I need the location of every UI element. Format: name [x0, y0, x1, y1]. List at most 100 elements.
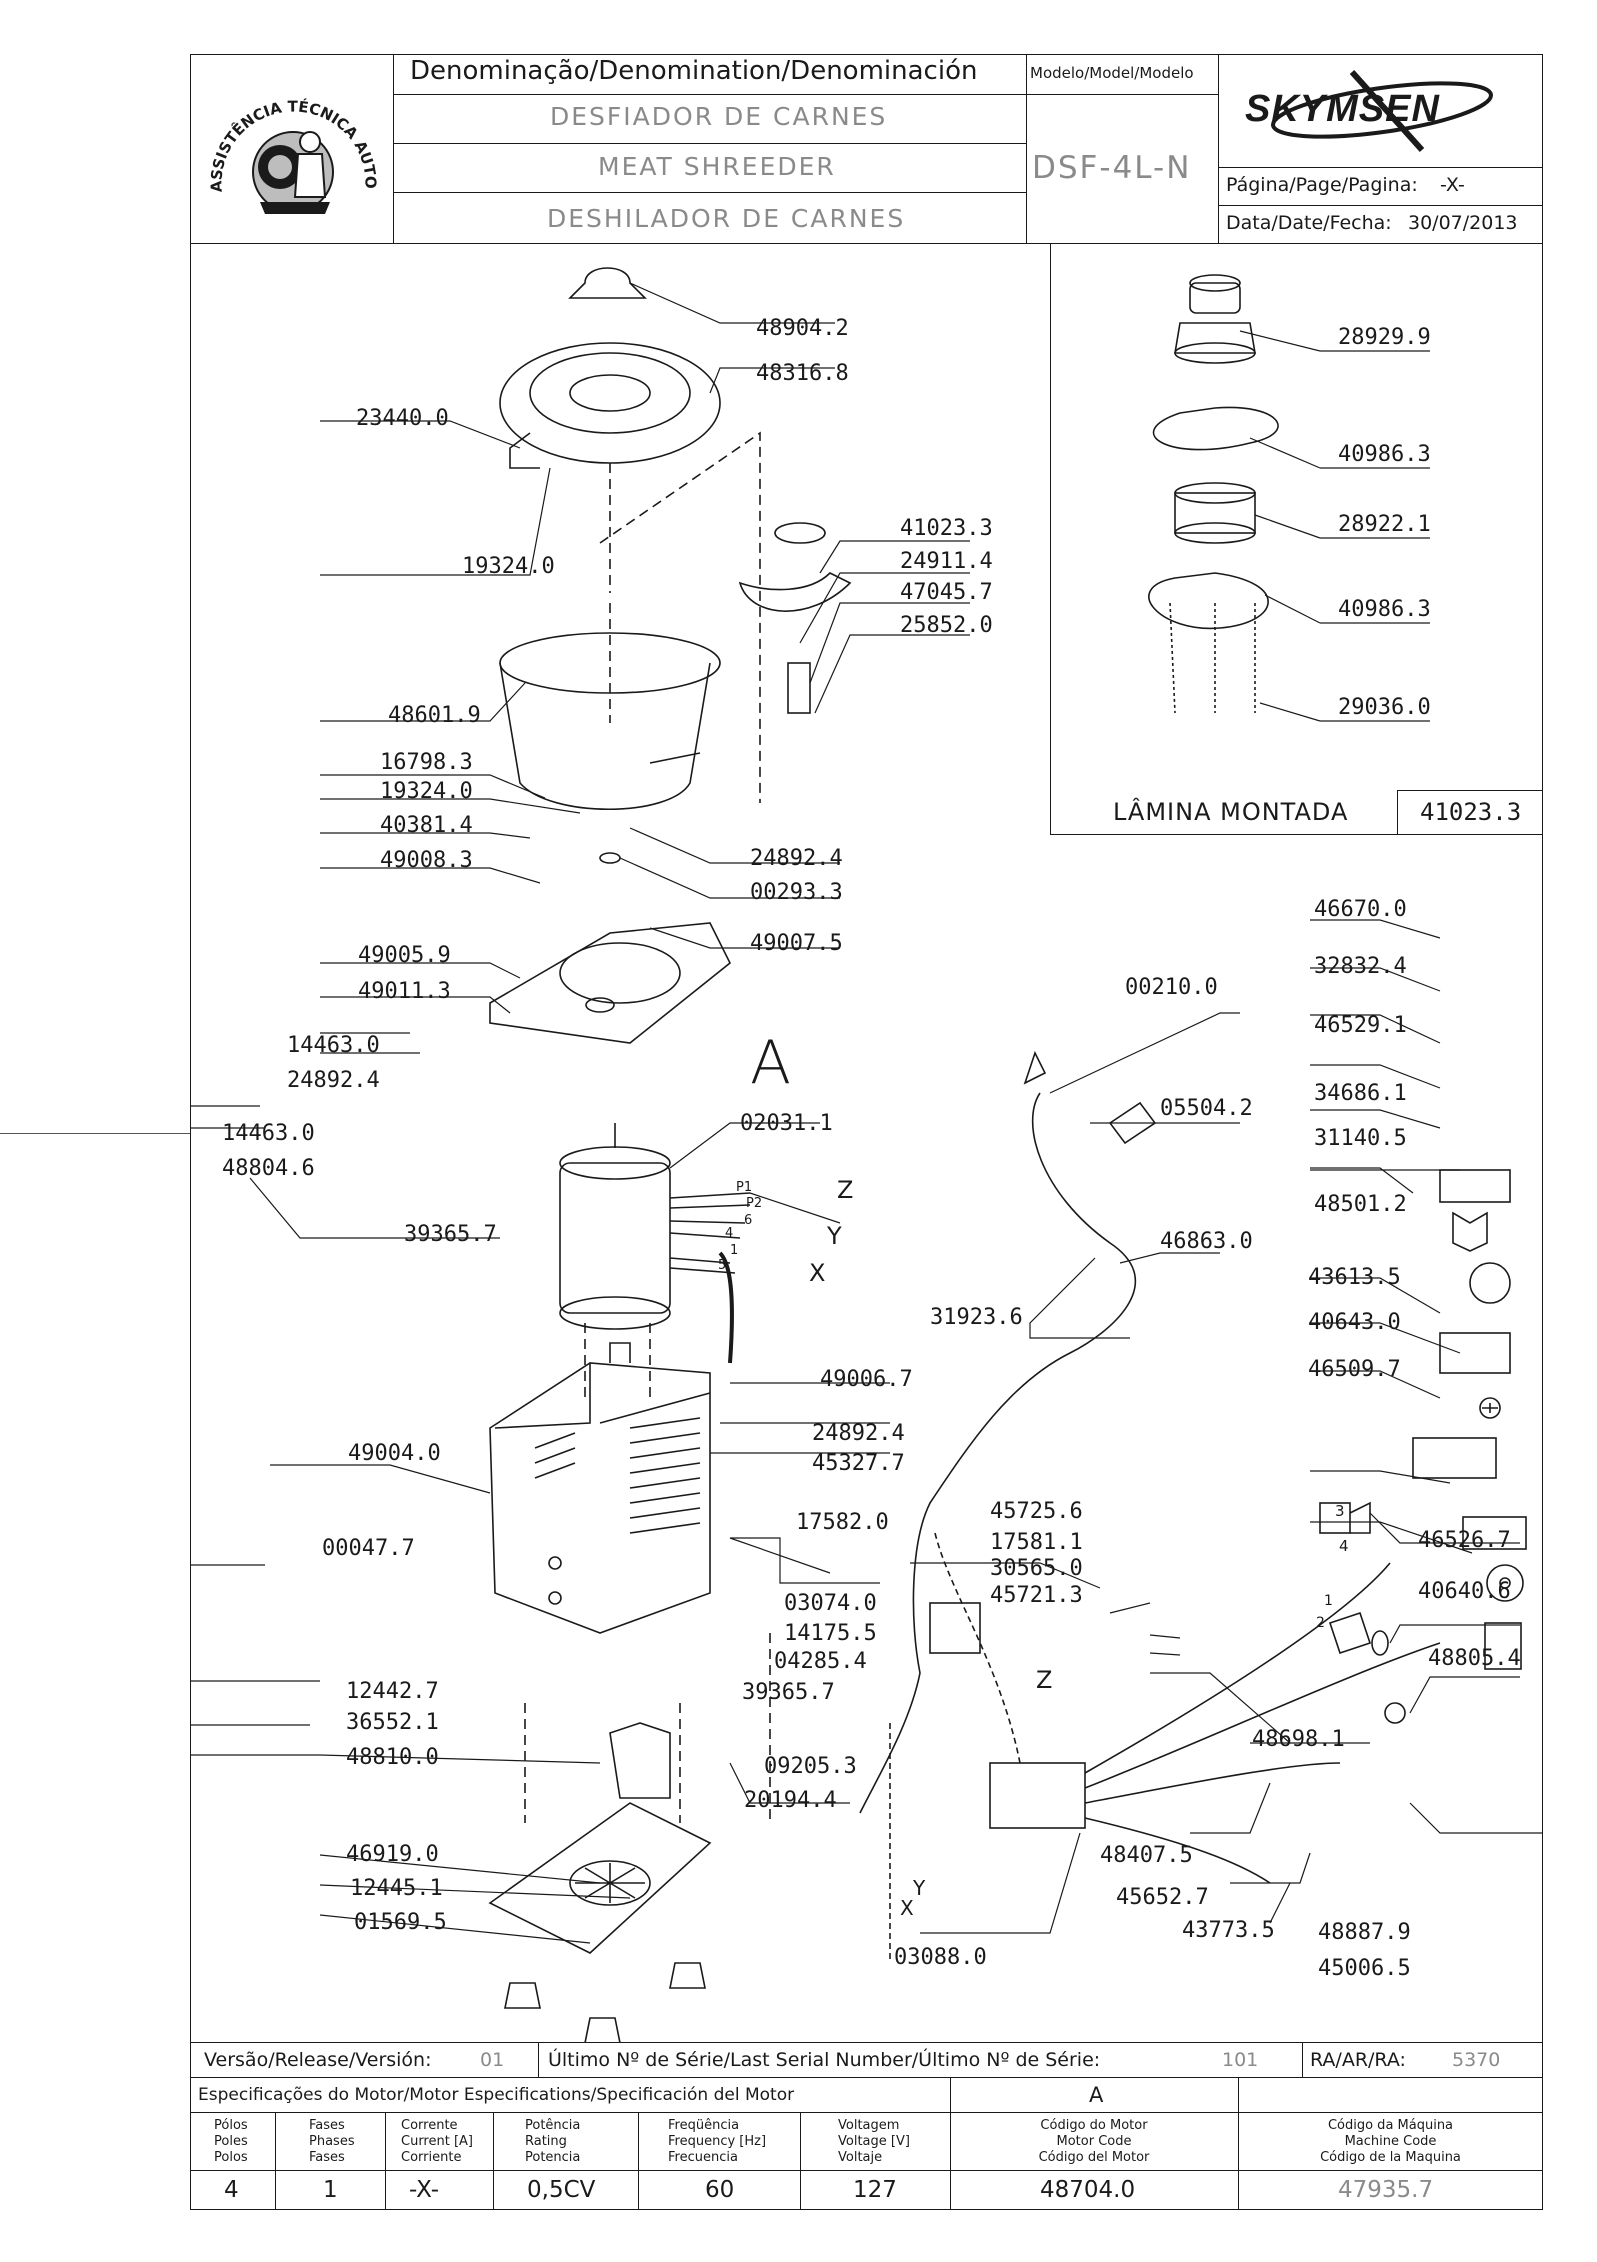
exploded-view-drawing: A [190, 267, 1543, 2043]
wire-label: 6 [744, 1213, 753, 1228]
footer-rule-4 [190, 2170, 1543, 2171]
spec-col-current: Corrente Current [A] Corriente [401, 2118, 473, 2165]
footer-vrule-1 [275, 2112, 276, 2210]
spec-col-poles: Pólos Poles Polos [214, 2118, 248, 2165]
spec-col-machine-code: Código da Máquina Machine Code Código de… [1320, 2118, 1461, 2165]
part-label: 49005.9 [358, 943, 451, 968]
part-label: 45721.3 [990, 1583, 1083, 1608]
wire-label: 5 [718, 1258, 727, 1273]
inset-part-2: 40986.3 [1338, 442, 1431, 467]
part-label: 32832.4 [1314, 954, 1407, 979]
wire-label: Y [827, 1222, 842, 1250]
part-label: 49006.7 [820, 1367, 913, 1392]
part-label: 45006.5 [1318, 1956, 1411, 1981]
ra-value: 5370 [1452, 2049, 1501, 2071]
wire-label: P2 [746, 1196, 763, 1211]
part-label: 24892.4 [287, 1068, 380, 1093]
part-label: 03074.0 [784, 1591, 877, 1616]
inset-code-divider [1397, 790, 1398, 835]
part-label: 45327.7 [812, 1451, 905, 1476]
footer-vrule-ra [1302, 2042, 1303, 2077]
part-label: 31923.6 [930, 1305, 1023, 1330]
wire-label: Z [837, 1176, 854, 1204]
inset-part-4: 40986.3 [1338, 597, 1431, 622]
part-label: 12442.7 [346, 1679, 439, 1704]
part-label: 19324.0 [380, 779, 473, 804]
part-label: 14463.0 [287, 1033, 380, 1058]
model-value: DSF-4L-N [1032, 150, 1192, 186]
part-label: 17582.0 [796, 1510, 889, 1535]
header-rule-a [393, 94, 1026, 95]
part-label: 00210.0 [1125, 975, 1218, 1000]
spec-value-phases: 1 [323, 2177, 338, 2203]
part-label: 24892.4 [750, 846, 843, 871]
part-label: 16798.3 [380, 750, 473, 775]
part-label: 46670.0 [1314, 897, 1407, 922]
inset-title-rule [1397, 790, 1543, 791]
part-label: 46919.0 [346, 1842, 439, 1867]
spec-value-machine-code: 47935.7 [1338, 2177, 1434, 2203]
spec-col-motor-code: Código do Motor Motor Code Código del Mo… [1038, 2118, 1150, 2165]
part-label: 48501.2 [1314, 1192, 1407, 1217]
part-label: 48805.4 [1428, 1646, 1521, 1671]
inset-frame [1050, 243, 1543, 835]
part-label: 43773.5 [1182, 1918, 1275, 1943]
footer-rule-2 [190, 2077, 1543, 2078]
wire-label: Y [913, 1876, 926, 1900]
part-label: 02031.1 [740, 1111, 833, 1136]
denomination-label: Denominação/Denomination/Denominación [410, 56, 978, 86]
part-label: 31140.5 [1314, 1126, 1407, 1151]
spec-value-motor-code: 48704.0 [1040, 2177, 1136, 2203]
part-label: 40381.4 [380, 813, 473, 838]
part-label: 48316.8 [756, 361, 849, 386]
wire-label: 3 [1335, 1502, 1345, 1520]
part-label: 34686.1 [1314, 1081, 1407, 1106]
part-label: 23440.0 [356, 406, 449, 431]
header-rule-model [1026, 94, 1218, 95]
part-label: 48407.5 [1100, 1843, 1193, 1868]
sheet-frame [190, 54, 1543, 2210]
wire-label: 1 [730, 1243, 739, 1258]
part-label: 46863.0 [1160, 1229, 1253, 1254]
spec-value-voltage: 127 [853, 2177, 897, 2203]
part-label: 48698.1 [1252, 1727, 1345, 1752]
part-label: 00047.7 [322, 1536, 415, 1561]
inset-title: LÂMINA MONTADA [1113, 798, 1349, 826]
part-label: 49011.3 [358, 979, 451, 1004]
part-label: 14463.0 [222, 1121, 315, 1146]
footer-rule-3 [190, 2112, 1543, 2113]
part-label: 05504.2 [1160, 1096, 1253, 1121]
footer-vrule-release [538, 2042, 539, 2077]
part-label: 19324.0 [462, 554, 555, 579]
wire-label: X [900, 1896, 914, 1920]
wire-label: 1 [1324, 1593, 1333, 1609]
wire-label: 4 [1339, 1537, 1349, 1555]
part-label: 30565.0 [990, 1556, 1083, 1581]
serial-value: 101 [1222, 2049, 1259, 2071]
spec-col-rating: Potência Rating Potencia [525, 2118, 581, 2165]
part-label: 00293.3 [750, 880, 843, 905]
part-label: 39365.7 [404, 1222, 497, 1247]
header-divider-2 [1026, 54, 1027, 244]
inset-part-3: 28922.1 [1338, 512, 1431, 537]
ra-label: RA/AR/RA: [1310, 2049, 1406, 2071]
product-name-es: DESHILADOR DE CARNES [547, 204, 906, 233]
part-label: 49008.3 [380, 848, 473, 873]
assembly-marker: A [750, 1028, 791, 1098]
part-label: 47045.7 [900, 580, 993, 605]
footer-vrule-5 [800, 2112, 801, 2210]
footer-vrule-6 [1238, 2077, 1239, 2210]
model-label: Modelo/Model/Modelo [1030, 64, 1194, 82]
page-value: -X- [1440, 174, 1465, 196]
part-label: 04285.4 [774, 1649, 867, 1674]
part-label: 25852.0 [900, 613, 993, 638]
part-label: 48904.2 [756, 316, 849, 341]
header-rule-date [1218, 205, 1543, 206]
date-value: 30/07/2013 [1408, 212, 1518, 234]
part-label: 48804.6 [222, 1156, 315, 1181]
footer-vrule-3 [493, 2112, 494, 2210]
wire-label: X [809, 1259, 826, 1287]
authorized-service-logo: ASSISTÊNCIA TÉCNICA AUTORIZADA [200, 62, 380, 214]
part-label: 40643.0 [1308, 1310, 1401, 1335]
spec-col-frequency: Freqüência Frequency [Hz] Frecuencia [668, 2118, 767, 2165]
